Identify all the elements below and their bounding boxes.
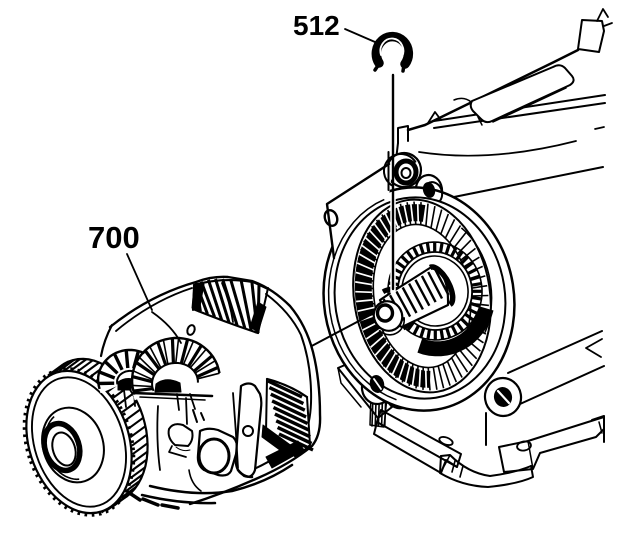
svg-text:512: 512 xyxy=(293,10,340,41)
svg-text:700: 700 xyxy=(88,220,140,255)
